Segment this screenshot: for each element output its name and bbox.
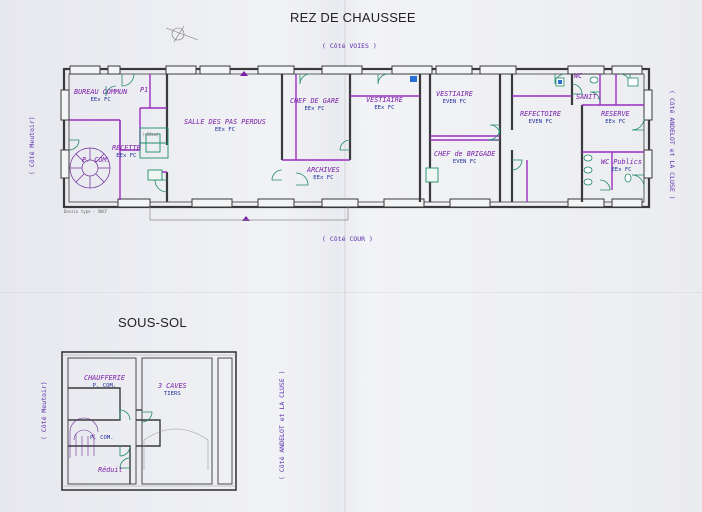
room-name: SALLE DES PAS PERDUS	[184, 118, 266, 126]
room-label: EVEN FC	[452, 159, 477, 165]
room-label: EVEN FC	[442, 99, 467, 105]
room-name: VESTIAIRE	[366, 96, 403, 104]
basement-hatch	[62, 354, 236, 487]
room-wc: WC	[574, 72, 582, 80]
room-label: EEx FC	[605, 119, 626, 125]
entrance-markers	[240, 71, 250, 221]
room-name: ARCHIVES	[307, 166, 340, 174]
room-vestiaire-1: VESTIAIRE EEx FC	[366, 96, 403, 112]
room-bureau-commun: BUREAU COMMUN EEx FC	[74, 88, 127, 104]
room-recette: RECETTE EEx FC	[112, 144, 141, 160]
room-name: WC	[574, 72, 583, 80]
room-name: CHAUFFERIE	[84, 374, 125, 382]
room-name: P. COM.	[90, 435, 114, 441]
fold-line	[0, 292, 702, 293]
room-name: CHEF de BRIGADE	[434, 150, 496, 158]
room-name: SANIT.	[576, 93, 601, 101]
basement-stair	[69, 417, 99, 458]
ground-floor-outer-walls	[62, 67, 651, 209]
room-label: EEx FC	[116, 153, 137, 159]
ground-floor-title: REZ DE CHAUSSEE	[290, 10, 416, 25]
room-archives: ARCHIVES EEx FC	[307, 166, 340, 182]
bottom-wall-windows	[117, 198, 643, 208]
room-name: REFECTOIRE	[520, 110, 561, 118]
side-andelot-label-ground: ( Côté ANDELOT et LA CLUSE )	[668, 90, 676, 200]
basement-title: SOUS-SOL	[118, 315, 187, 330]
room-p-com: P. COM.	[82, 156, 111, 164]
room-name: 3 CAVES	[158, 382, 187, 390]
platform-outline	[149, 207, 349, 221]
room-p-com-basement: P. COM.	[90, 434, 114, 442]
basement-walls	[61, 351, 237, 491]
room-name: CHEF DE GARE	[290, 97, 340, 105]
room-name: P1	[140, 86, 149, 94]
room-chaufferie: CHAUFFERIE P. COM.	[84, 374, 125, 390]
basement-doors	[119, 409, 153, 469]
room-label: EVEN FC	[528, 119, 553, 125]
room-label: P. COM.	[92, 383, 117, 389]
room-3-caves: 3 CAVES TIERS	[158, 382, 187, 398]
level-note: (+56cm)	[142, 132, 159, 137]
room-chef-de-brigade: CHEF de BRIGADE EVEN FC	[434, 150, 495, 166]
room-label: EEx FC	[214, 127, 236, 133]
side-cour-label: ( Côté COUR )	[322, 235, 373, 243]
room-name: VESTIAIRE	[436, 90, 473, 98]
recette-counter	[139, 127, 169, 159]
top-wall-windows	[69, 65, 643, 75]
room-reserve: RESERVE EEx FC	[601, 110, 630, 126]
room-label: EEx FC	[611, 167, 632, 173]
room-p1: P1	[140, 86, 148, 94]
room-name: BUREAU COMMUN	[74, 88, 128, 96]
room-label: EEx FC	[313, 175, 334, 181]
room-chef-de-gare: CHEF DE GARE EEx FC	[290, 97, 339, 113]
room-name: P. COM.	[82, 156, 111, 164]
room-label: EEx FC	[304, 106, 325, 112]
drawing-stamp: Dessin type - SNCF	[64, 209, 108, 214]
room-vestiaire-2: VESTIAIRE EVEN FC	[436, 90, 473, 106]
side-voies-label: ( Côté VOIES )	[322, 42, 377, 50]
room-name: RECETTE	[112, 144, 141, 152]
spiral-stair	[69, 147, 111, 189]
interior-walls	[165, 74, 584, 202]
side-andelot-label-basement: ( Côté ANDELOT et LA CLUSE )	[278, 370, 286, 480]
room-name: RESERVE	[601, 110, 630, 118]
room-sanit: SANIT.	[576, 93, 601, 101]
compass	[165, 25, 199, 43]
room-salle-des-pas-perdus: SALLE DES PAS PERDUS EEx FC	[184, 118, 266, 134]
room-reduit: Réduit	[98, 466, 123, 474]
side-meutoir-label-basement: ( Côté Meutoir)	[40, 381, 48, 440]
door-swings	[68, 73, 645, 193]
room-name: Réduit	[98, 466, 123, 474]
fold-line	[344, 0, 346, 512]
room-label: EEx FC	[374, 105, 395, 111]
double-doors	[147, 167, 439, 183]
room-name: WC Publics	[601, 158, 642, 166]
room-wc-publics: WC Publics EEx FC	[601, 158, 642, 174]
blue-fixtures	[410, 76, 562, 84]
cave-arch	[143, 428, 209, 470]
room-label: EEx FC	[90, 97, 111, 103]
room-refectoire: REFECTOIRE EVEN FC	[520, 110, 561, 126]
side-meutoir-label-ground: ( Côté Meutoir)	[28, 116, 36, 175]
room-label: TIERS	[163, 391, 181, 397]
partitions	[69, 74, 644, 202]
